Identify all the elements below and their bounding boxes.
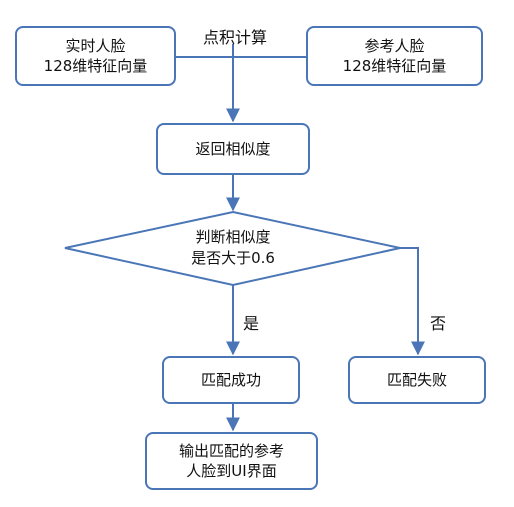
node-return-similarity: 返回相似度: [156, 123, 310, 175]
node-decision-line1: 判断相似度: [195, 228, 271, 246]
node-match-fail: 匹配失败: [348, 356, 486, 404]
node-match-success: 匹配成功: [162, 356, 300, 404]
node-decision-line2: 是否大于0.6: [191, 249, 275, 267]
edge-label-dot-product: 点积计算: [203, 28, 268, 47]
node-reference-face: 参考人脸 128维特征向量: [306, 26, 483, 86]
node-reference-face-line2: 128维特征向量: [342, 57, 447, 75]
node-decision-text: 判断相似度 是否大于0.6: [163, 227, 303, 269]
node-realtime-face-line1: 实时人脸: [65, 37, 126, 55]
arrow-no-branch: [400, 247, 425, 356]
node-output: 输出匹配的参考 人脸到UI界面: [145, 432, 318, 490]
edge-label-yes: 是: [243, 314, 260, 333]
node-match-fail-label: 匹配失败: [386, 371, 447, 389]
node-output-line2: 人脸到UI界面: [186, 462, 277, 480]
node-output-line1: 输出匹配的参考: [178, 442, 284, 460]
edge-label-no: 否: [430, 314, 447, 333]
node-match-success-label: 匹配成功: [200, 371, 261, 389]
node-realtime-face: 实时人脸 128维特征向量: [15, 26, 176, 86]
node-reference-face-line1: 参考人脸: [364, 37, 425, 55]
node-return-similarity-label: 返回相似度: [195, 140, 271, 158]
node-realtime-face-line2: 128维特征向量: [43, 57, 148, 75]
